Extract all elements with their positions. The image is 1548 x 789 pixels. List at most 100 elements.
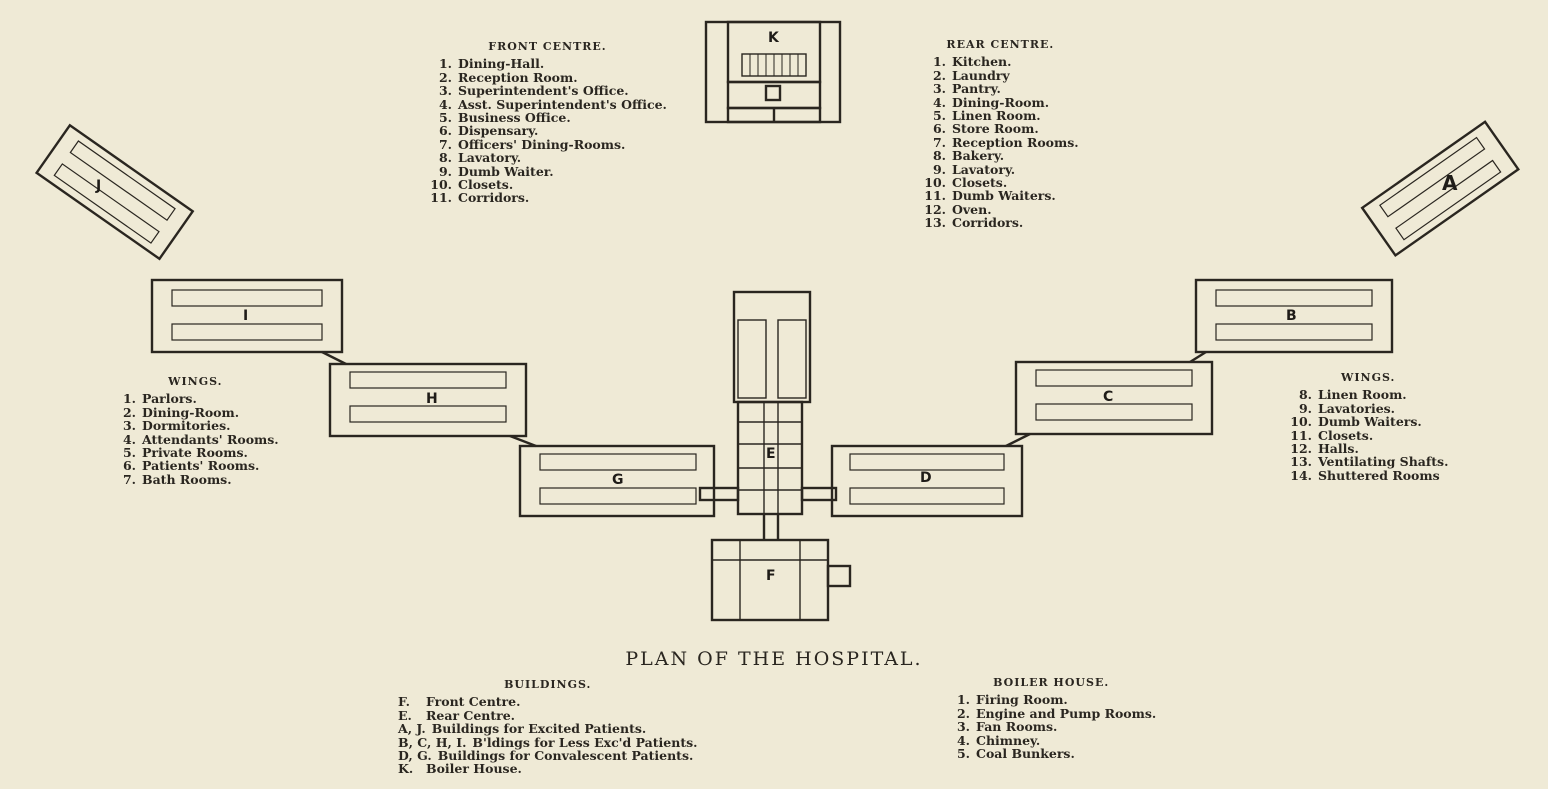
label-c: C [1103,389,1113,405]
legend-key: 8. [932,148,946,164]
legend-key: 2. [932,67,946,83]
legend-key: 2. [122,404,136,420]
front-centre-heading: FRONT CENTRE. [488,40,607,53]
legend-key: 9. [932,161,946,177]
legend-key: 4. [122,431,136,447]
legend-key: F. [398,694,410,710]
legend-item: 9.Dumb Waiter. [428,164,667,178]
legend-text: Lavatory. [458,150,522,166]
legend-text: Firing Room. [976,692,1068,708]
label-d: D [920,470,932,486]
legend-text: Front Centre. [426,694,521,710]
legend-item: 3. Superintendent's Office. [428,83,667,99]
legend-item: 6.Patients' Rooms. [112,459,279,473]
legend-item: D, G.Buildings for Convalescent Patients… [398,748,698,764]
legend-key: 7. [438,136,452,152]
legend-item: 2. Reception Room. [428,69,667,85]
legend-key: 6. [932,121,946,137]
legend-item: 3.Fan Rooms. [946,719,1156,735]
label-b: B [1286,308,1297,324]
wings-left-heading: WINGS. [168,375,223,388]
legend-text: Buildings for Convalescent Patients. [437,748,694,764]
legend-key: 1. [122,391,136,407]
legend-item: 8.Lavatory. [428,150,667,166]
legend-item: 5.Business Office. [428,110,667,126]
legend-text: Rear Centre. [426,707,516,723]
legend-key: 2. [438,69,452,85]
label-k: K [768,30,780,46]
legend-key: 3. [438,83,452,99]
central-buildings-ef [698,290,852,622]
legend-key: 5. [438,110,452,126]
boiler-house-legend: BOILER HOUSE. 1. Firing Room. 2. Engine and… [946,676,1156,760]
legend-text: Shuttered Rooms [1318,467,1440,483]
buildings-heading: BUILDINGS. [504,678,592,691]
legend-text: B'ldings for Less Exc'd Patients. [472,734,698,750]
buildings-list: F.Front Centre.E.Rear Centre.A, J.Buildi… [398,694,698,777]
legend-text: Linen Room. [1318,387,1407,403]
legend-key: 13. [924,215,946,231]
boiler-house-k [704,20,842,124]
legend-item: 2.Laundry [922,67,1079,83]
front-centre-list: 1.Dining-Hall.2.Reception Room.3.Superin… [428,57,667,205]
legend-text: Engine and Pump Rooms. [976,705,1157,721]
legend-key: K. [398,761,414,777]
legend-item: 7.Bath Rooms. [112,472,279,486]
wings-right-list: 8.Linen Room.9.Lavatories.10.Dumb Waiter… [1288,388,1448,482]
legend-key: 11. [1290,427,1312,443]
legend-item: 10.Closets. [922,176,1079,190]
label-h: H [426,391,438,407]
legend-key: 3. [956,719,970,735]
legend-item: 9.Lavatory. [922,161,1079,177]
legend-key: 12. [1290,441,1312,457]
legend-item: 13.Corridors. [922,215,1079,231]
legend-item: 11.Closets. [1288,427,1448,443]
wings-left-list: 1.Parlors.2.Dining-Room.3.Dormitories.4.… [112,392,279,486]
legend-item: A, J.Buildings for Excited Patients. [398,721,698,737]
wing-a [1360,120,1520,258]
legend-key: A, J. [398,721,426,737]
legend-text: Dining-Room. [952,94,1050,110]
legend-key: 10. [430,177,452,193]
legend-key: 1. [956,692,970,708]
legend-key: B, C, H, I. [398,734,467,750]
legend-text: Reception Room. [458,69,578,85]
wing-c [1005,360,1214,448]
legend-item: 8. Linen Room. [1288,387,1448,403]
plan-title: PLAN OF THE HOSPITAL. [625,648,923,670]
legend-text: Officers' Dining-Rooms. [458,136,626,152]
wing-j [34,123,195,261]
wings-left-legend: WINGS. 1.Parlors.2.Dining-Room.3.Dormito… [112,375,279,486]
legend-text: Store Room. [952,121,1039,137]
legend-text: Dumb Waiters. [1318,414,1422,430]
label-a: A [1442,171,1458,195]
legend-key: 1. [932,54,946,70]
legend-key: 13. [1290,454,1312,470]
buildings-legend: BUILDINGS. F.Front Centre.E.Rear Centre.… [398,678,698,776]
rear-centre-heading: REAR CENTRE. [946,38,1055,51]
legend-item: 3.Dormitories. [112,419,279,433]
legend-text: Bakery. [952,148,1005,164]
legend-item: 4.Asst. Superintendent's Office. [428,97,667,111]
legend-item: 1.Kitchen. [922,54,1079,70]
legend-key: 5. [956,746,970,762]
legend-item: 11.Corridors. [428,191,667,205]
legend-key: 5. [122,445,136,461]
legend-item: 2. Engine and Pump Rooms. [946,705,1157,721]
legend-text: Dumb Waiters. [952,188,1056,204]
boiler-house-heading: BOILER HOUSE. [993,676,1110,689]
legend-text: Closets. [458,177,514,193]
legend-key: 8. [1298,387,1312,403]
legend-key: 4. [956,732,970,748]
legend-text: Boiler House. [426,761,522,777]
legend-text: Superintendent's Office. [458,83,629,99]
legend-item: 4.Dining-Room. [922,94,1079,110]
legend-key: 2. [956,705,970,721]
legend-item: 7.Reception Rooms. [922,135,1079,149]
wing-b [1189,278,1394,364]
legend-item: 13.Ventilating Shafts. [1288,454,1448,470]
wing-g [518,444,716,518]
